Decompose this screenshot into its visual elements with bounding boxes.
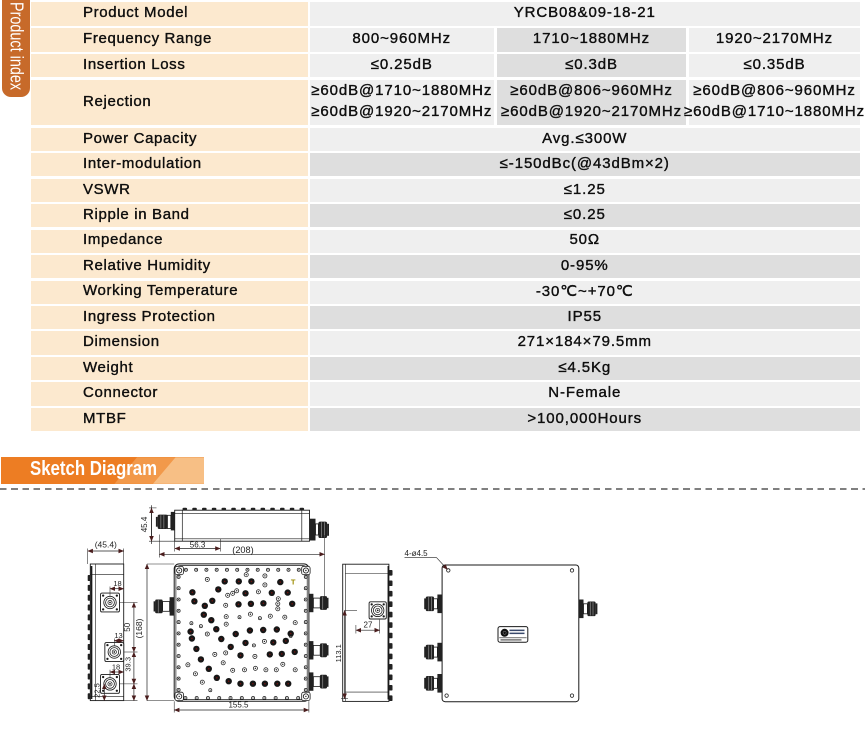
svg-text:(168): (168)	[134, 618, 144, 638]
svg-text:50: 50	[123, 622, 132, 631]
svg-text:39.3: 39.3	[124, 657, 133, 672]
svg-text:(45.4): (45.4)	[95, 540, 117, 550]
svg-text:27: 27	[364, 620, 373, 629]
svg-text:13: 13	[114, 631, 122, 640]
svg-text:18: 18	[113, 579, 121, 588]
svg-text:45.4: 45.4	[140, 516, 149, 532]
svg-text:56.3: 56.3	[190, 540, 206, 549]
svg-text:(208): (208)	[232, 545, 253, 555]
svg-text:4-ø4.5: 4-ø4.5	[405, 549, 429, 558]
svg-text:155.5: 155.5	[228, 701, 249, 710]
svg-text:113.1: 113.1	[334, 644, 343, 662]
svg-text:22.5: 22.5	[92, 683, 101, 698]
svg-text:T: T	[291, 577, 296, 586]
svg-text:18: 18	[112, 663, 120, 672]
